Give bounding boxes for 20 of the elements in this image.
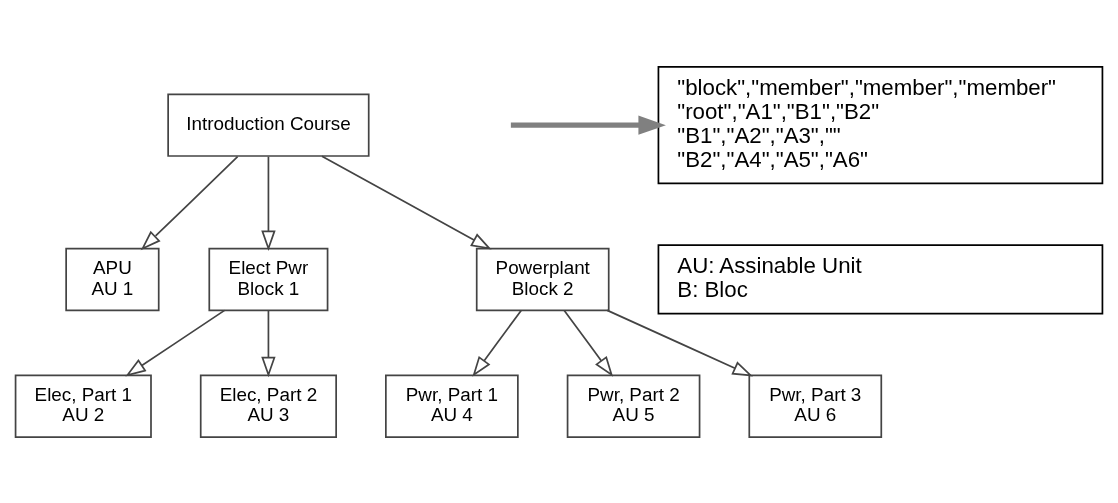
node-box: Powerplant Block 2 — [475, 247, 610, 311]
node-box: Introduction Course — [167, 92, 370, 157]
arrow — [606, 309, 754, 376]
node-box: Elect Pwr Block 1 — [208, 247, 329, 311]
arrow — [563, 309, 614, 377]
arrow — [510, 115, 666, 135]
node-box: Elec, Part 1 AU 2 — [14, 374, 152, 438]
arrow — [321, 154, 492, 250]
arrow — [472, 309, 523, 377]
node-box: Pwr, Part 3 AU 6 — [748, 374, 883, 438]
node-box: Pwr, Part 2 AU 5 — [566, 374, 701, 438]
node-box: "block","member","member","member" "root","A1","B1","B2" "B1","A2","A3","" "B2","A4","A5","A6" — [657, 65, 1104, 184]
arrow — [140, 155, 239, 250]
arrow — [261, 309, 276, 377]
arrow — [261, 155, 276, 251]
node-box: AU: Assinable Unit B: Bloc — [657, 243, 1104, 315]
node-box: Pwr, Part 1 AU 4 — [385, 374, 519, 438]
arrow — [125, 309, 226, 377]
node-box: APU AU 1 — [65, 247, 160, 311]
node-box: Elec, Part 2 AU 3 — [199, 374, 337, 438]
